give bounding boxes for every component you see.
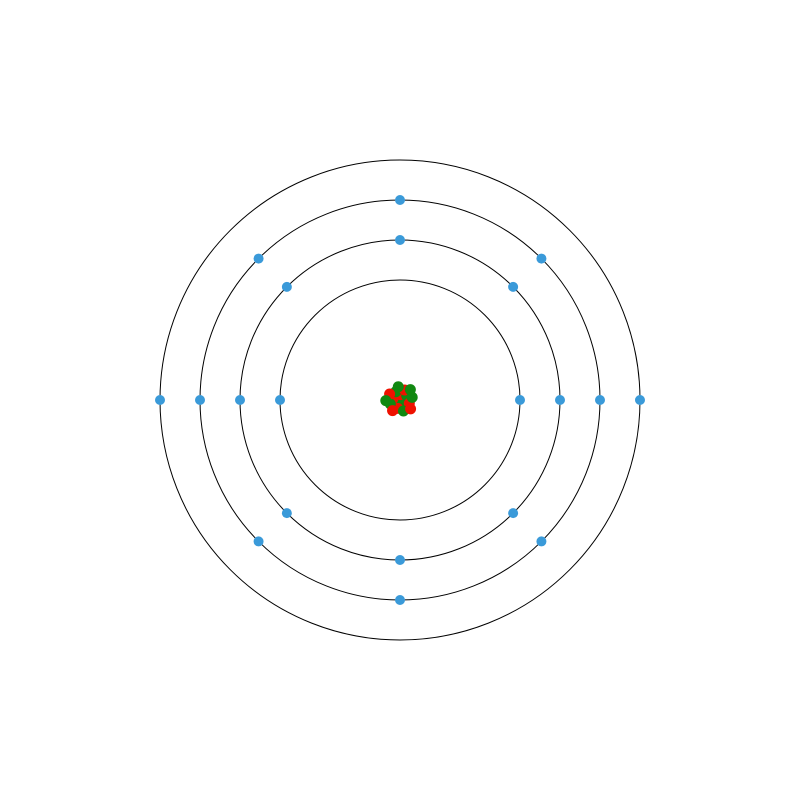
neutron xyxy=(404,384,416,396)
electron xyxy=(595,395,605,405)
electron xyxy=(235,395,245,405)
electron xyxy=(281,508,292,519)
electron xyxy=(281,281,292,292)
electron xyxy=(555,395,565,405)
electron xyxy=(536,536,547,547)
neutron xyxy=(392,381,404,393)
electron xyxy=(635,395,645,405)
electron xyxy=(395,555,405,565)
proton xyxy=(387,405,399,417)
electron xyxy=(253,253,264,264)
nucleus xyxy=(380,381,418,417)
electron-group xyxy=(155,195,645,605)
electron xyxy=(275,395,285,405)
electron xyxy=(508,508,519,519)
proton xyxy=(405,403,417,415)
electron xyxy=(536,253,547,264)
electron xyxy=(395,195,405,205)
electron xyxy=(253,536,264,547)
neutron xyxy=(380,395,392,407)
electron xyxy=(508,281,519,292)
electron xyxy=(195,395,205,405)
electron xyxy=(395,235,405,245)
electron xyxy=(515,395,525,405)
electron xyxy=(155,395,165,405)
electron xyxy=(395,595,405,605)
